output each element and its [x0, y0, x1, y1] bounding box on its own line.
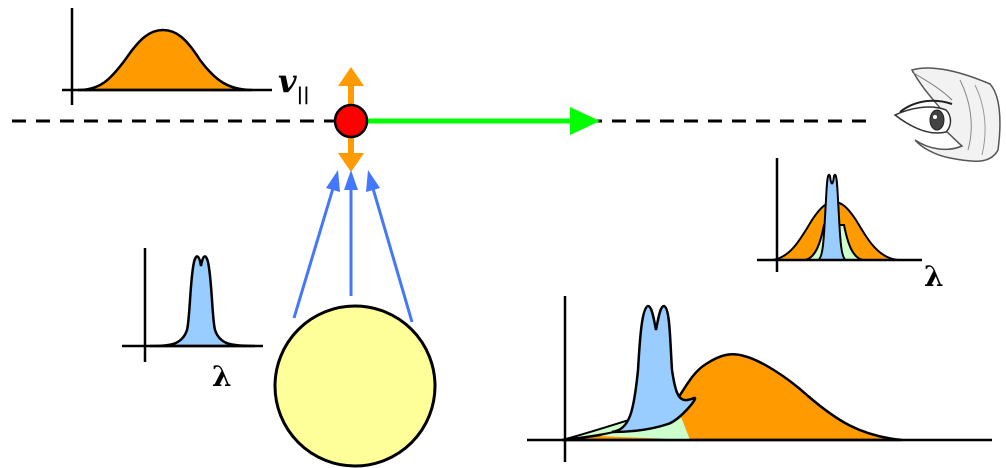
lambda-label-top-right: λ: [924, 260, 944, 293]
lambda-label-left: λ: [212, 360, 232, 393]
observed-spectrum-graph-large: [527, 296, 992, 462]
velocity-symbol: v: [278, 62, 297, 100]
thermal-motion-arrows: [338, 67, 364, 172]
observed-spectrum-graph-small: [757, 158, 922, 272]
red-atom: [333, 103, 369, 139]
observed-large-blue: [611, 304, 697, 434]
blue-light-rays: [292, 170, 414, 323]
source-spectrum-graph: [122, 248, 263, 362]
star: [273, 304, 437, 468]
velocity-subscript: ||: [296, 84, 310, 105]
velocity-distribution-graph: [62, 8, 272, 105]
velocity-distribution-fill: [77, 28, 253, 92]
source-spectrum-fill: [149, 255, 256, 348]
eye-icon: [893, 67, 1001, 162]
observed-small-blue: [817, 173, 847, 261]
line-of-sight-velocity-arrow: [366, 107, 600, 135]
velocity-label: v||: [278, 62, 310, 105]
